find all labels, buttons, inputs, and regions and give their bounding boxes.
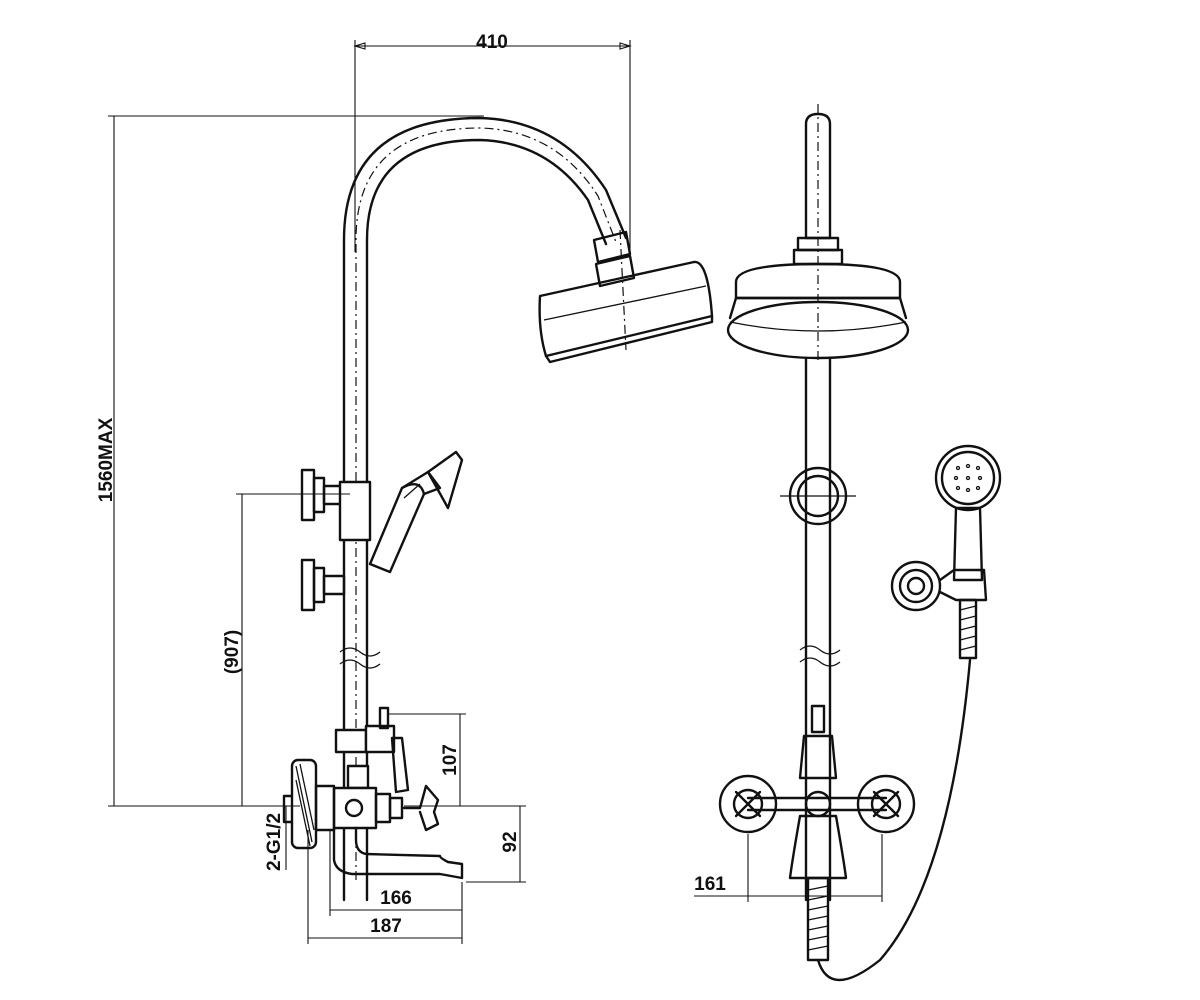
- front-mixer: [718, 704, 916, 880]
- dim-161: 161: [694, 874, 726, 895]
- side-view-drawing: [282, 116, 714, 902]
- upper-wall-bracket: [300, 468, 372, 542]
- dim-2g12: 2-G1/2: [264, 813, 285, 871]
- mixer-side: [332, 706, 440, 832]
- lower-wall-bracket: [300, 558, 346, 612]
- dim-166: 166: [380, 888, 412, 909]
- left-cross-handle: [718, 774, 778, 834]
- dim-187: 187: [370, 916, 402, 937]
- riser-pipe: [339, 116, 628, 902]
- hand-shower-front: [890, 444, 1002, 660]
- front-holder-bracket: [780, 466, 856, 526]
- arm-connector: [592, 230, 636, 288]
- hand-shower-side: [368, 450, 464, 574]
- dimension-labels: 410 1560MAX (907) 107 92 166 187 2-G1/2 …: [96, 32, 726, 937]
- bath-spout: [332, 826, 464, 880]
- dim-107: 107: [440, 744, 461, 776]
- dim-92: 92: [500, 831, 521, 852]
- shower-head-front: [726, 104, 910, 360]
- shower-head-side: [538, 229, 714, 364]
- front-view-drawing: [718, 104, 1002, 982]
- right-cross-handle: [856, 774, 916, 834]
- dim-410: 410: [476, 32, 508, 53]
- dim-907: (907): [222, 630, 243, 674]
- dimension-lines: [108, 40, 883, 944]
- dim-1560max: 1560MAX: [96, 417, 117, 502]
- front-riser-lower: [799, 356, 841, 902]
- wall-inlet-union: [282, 758, 336, 850]
- front-hose-bottom: [806, 658, 972, 982]
